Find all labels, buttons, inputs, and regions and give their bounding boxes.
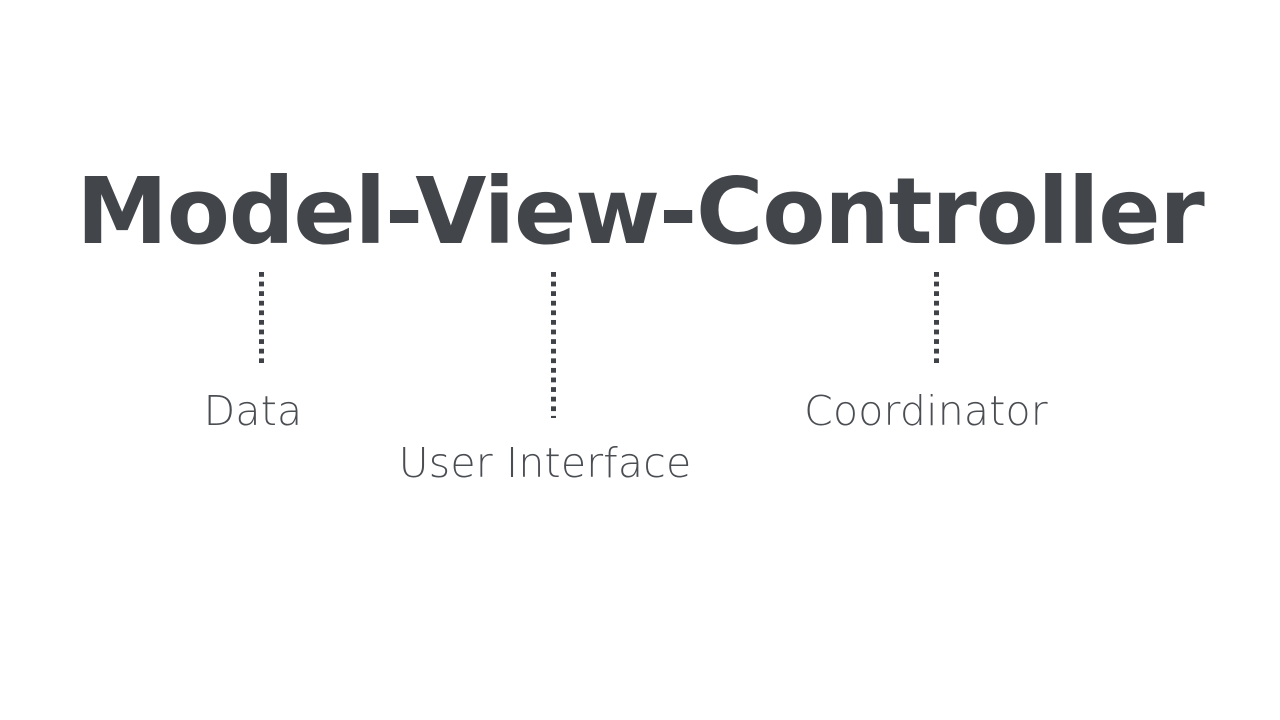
leaf-label-coordinator: Coordinator <box>804 387 1048 435</box>
leaf-label-user-interface: User Interface <box>398 439 692 487</box>
connector-dotted-controller <box>934 272 939 363</box>
leaf-label-data: Data <box>203 387 303 435</box>
page-title: Model-View-Controller <box>76 158 1204 265</box>
connector-dotted-view <box>551 272 556 418</box>
connector-dotted-model <box>259 272 264 363</box>
